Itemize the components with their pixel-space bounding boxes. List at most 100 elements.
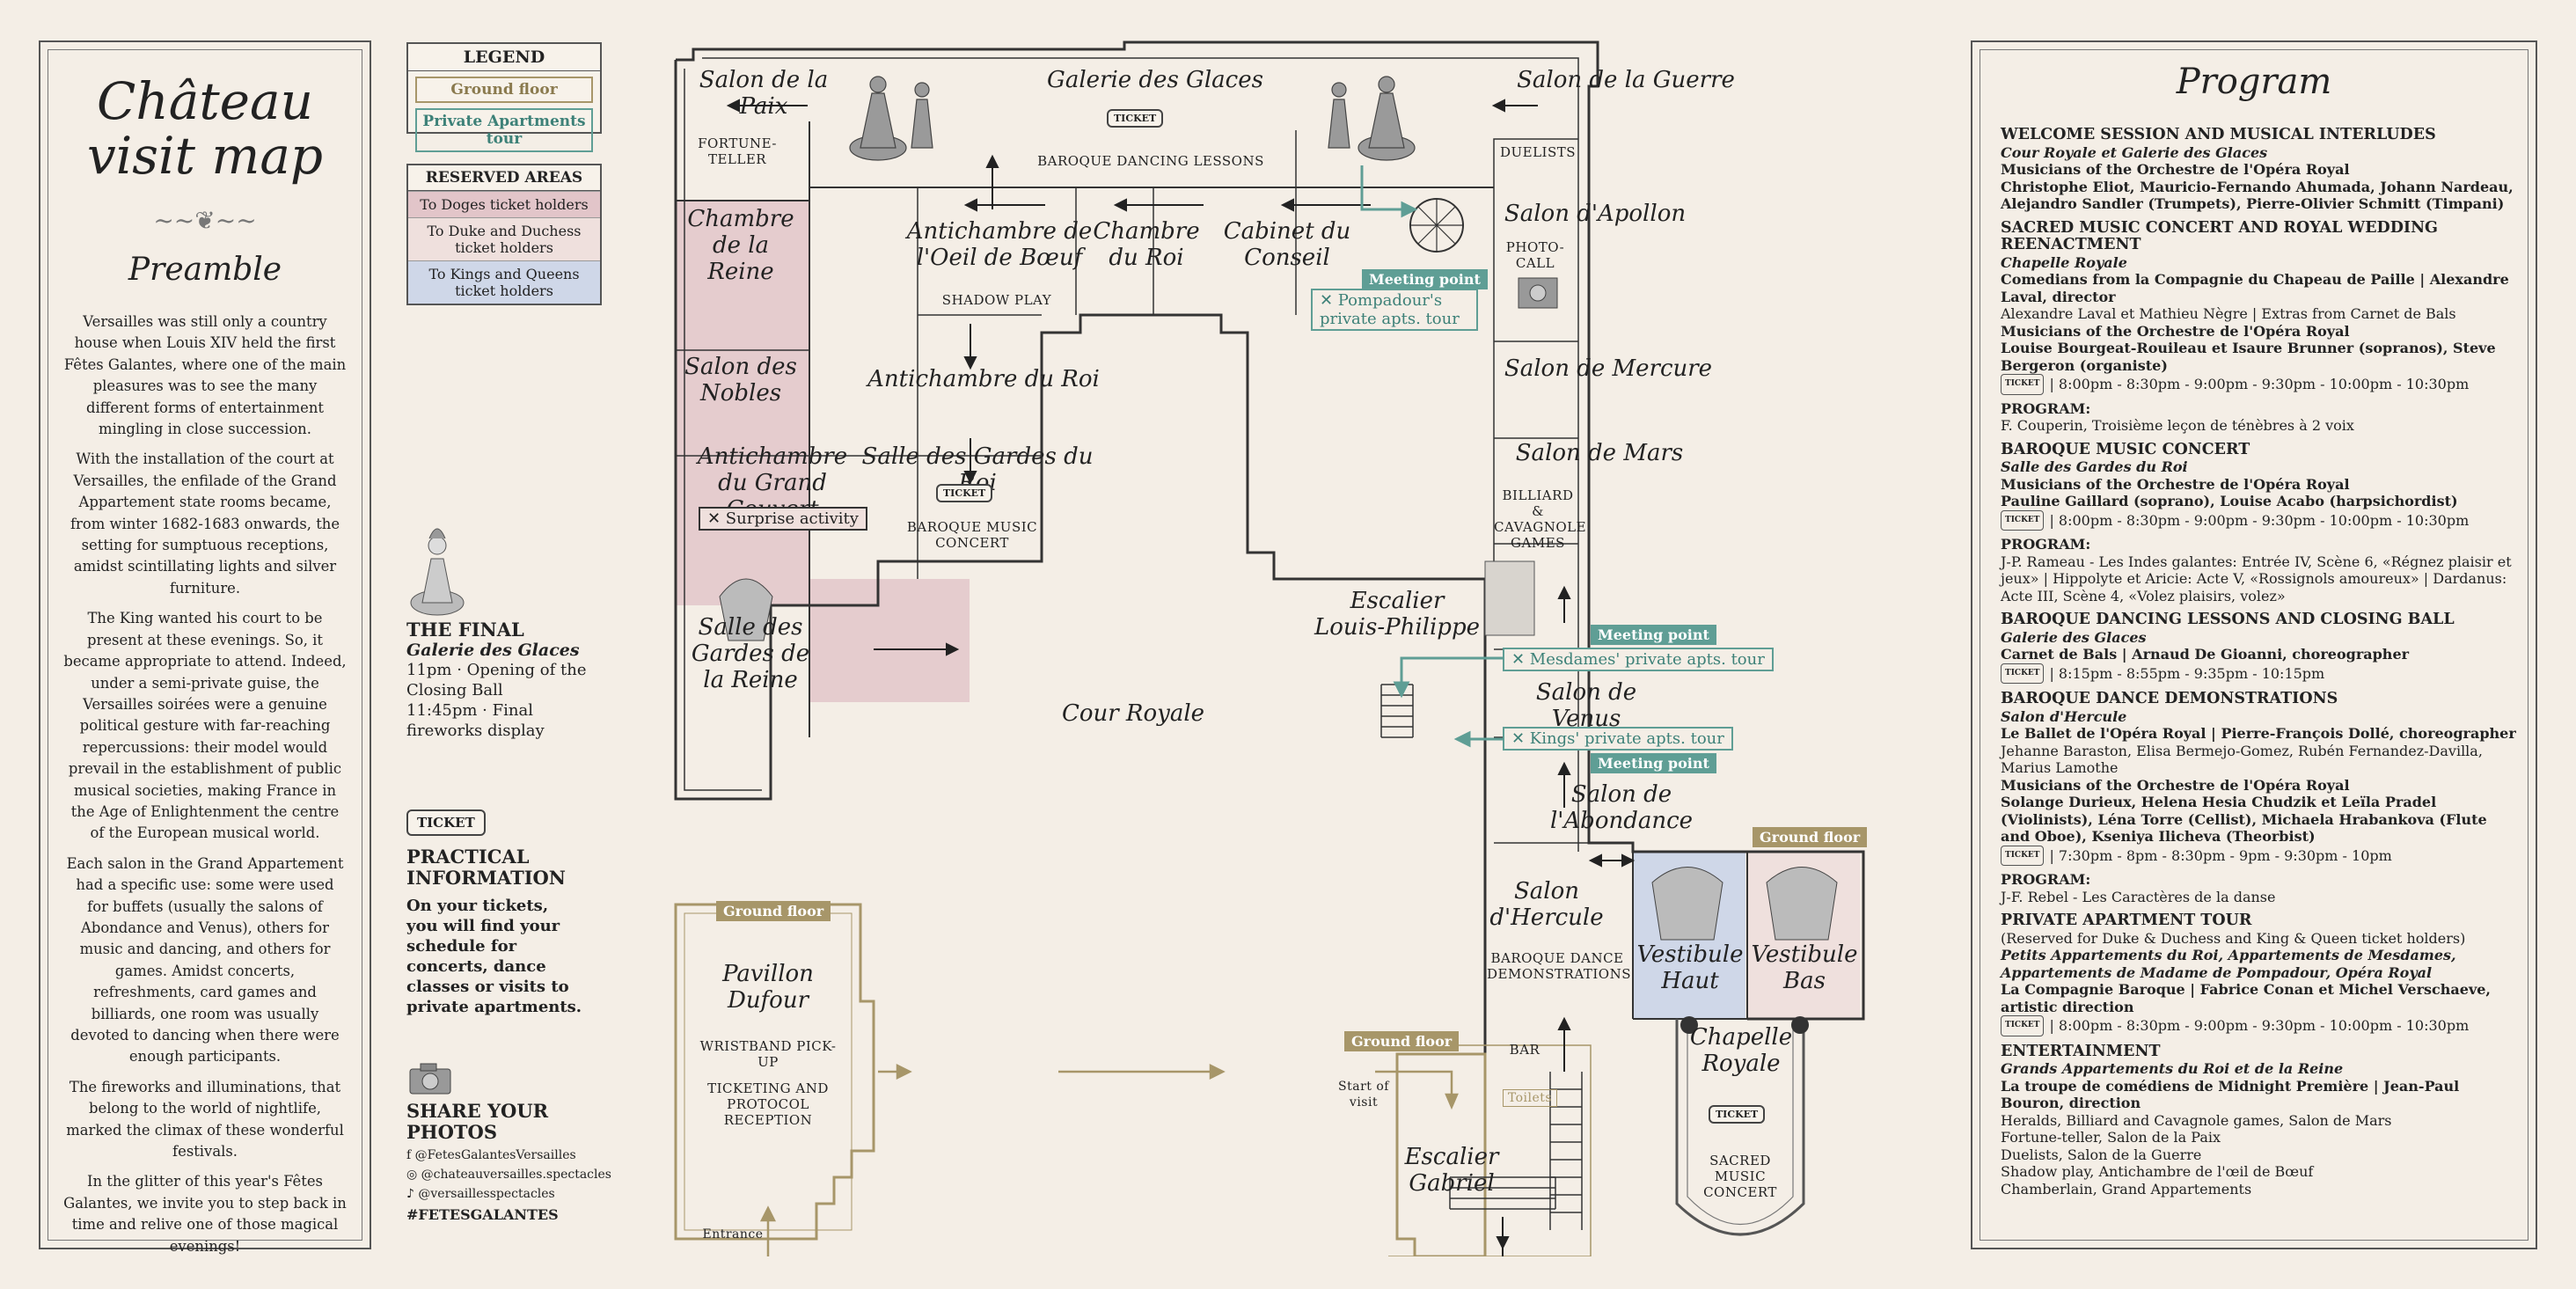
final-section: THE FINAL Galerie des Glaces 11pm · Open… xyxy=(406,519,670,741)
room-chambre-de-la-reine: Chambre de la Reine xyxy=(687,206,794,285)
chateau-floor-map: Salon de la Paix Galerie des Glaces Salo… xyxy=(658,33,1881,1256)
activity-wristband-pickup: WRISTBAND PICK-UP xyxy=(699,1038,837,1070)
activity-duelists: DUELISTS xyxy=(1499,144,1577,160)
map-floorplan xyxy=(674,40,1865,1256)
final-item: 11:45pm · Final fireworks display xyxy=(406,701,545,740)
toilets-label: Toilets xyxy=(1503,1089,1557,1107)
preamble-paragraph: With the installation of the court at Ve… xyxy=(70,450,340,597)
preamble-paragraph: Versailles was still only a country hous… xyxy=(63,313,347,438)
room-cour-royale: Cour Royale xyxy=(1061,700,1205,727)
room-salon-de-la-guerre: Salon de la Guerre xyxy=(1517,67,1735,93)
meeting-point-mesdames: Meeting point xyxy=(1591,625,1716,645)
ornament-icon: ~~❦~~ xyxy=(153,206,257,235)
program-section: ENTERTAINMENT Grands Appartements du Roi… xyxy=(2001,1042,2460,1197)
room-salon-des-nobles: Salon des Nobles xyxy=(684,354,797,406)
activity-baroque-dancing-lessons: BAROQUE DANCING LESSONS xyxy=(1037,153,1264,169)
room-vestibule-bas: Vestibule Bas xyxy=(1751,941,1858,994)
final-item: 11pm · Opening of the Closing Ball xyxy=(406,661,587,699)
program-title: Program xyxy=(2176,62,2332,102)
preamble-text: Versailles was still only a country hous… xyxy=(63,311,347,1266)
preamble-title: Preamble xyxy=(128,252,282,288)
ground-floor-tag-vestibule: Ground floor xyxy=(1753,827,1868,847)
room-salon-de-mercure: Salon de Mercure xyxy=(1504,355,1713,382)
ticket-icon: TICKET xyxy=(2001,509,2045,531)
mesdames-tour-tag: ✕ Mesdames' private apts. tour xyxy=(1503,648,1774,671)
room-salon-dapollon: Salon d'Apollon xyxy=(1504,201,1687,227)
preamble-paragraph: In the glitter of this year's Fêtes Gala… xyxy=(63,1173,347,1255)
room-escalier-gabriel: Escalier Gabriel xyxy=(1404,1144,1499,1197)
preamble-paragraph: The fireworks and illuminations, that be… xyxy=(66,1078,344,1161)
room-salon-dhercule: Salon d'Hercule xyxy=(1489,878,1604,931)
kings-tour-tag: ✕ Kings' private apts. tour xyxy=(1503,727,1733,751)
activity-photo-call: PHOTO-CALL xyxy=(1505,239,1565,271)
camera-icon xyxy=(409,1063,451,1095)
meeting-point-pompadour: Meeting point xyxy=(1362,269,1488,289)
ticket-icon: TICKET xyxy=(2001,1015,2045,1036)
tiktok-icon: ♪ xyxy=(406,1187,419,1201)
room-chambre-du-roi: Chambre du Roi xyxy=(1093,218,1200,271)
room-salon-de-la-paix: Salon de la Paix xyxy=(699,67,829,120)
program-section: BAROQUE DANCE DEMONSTRATIONS Salon d'Her… xyxy=(2001,690,2516,905)
practical-title: PRACTICAL INFORMATION xyxy=(406,846,567,889)
entrance-label: Entrance xyxy=(702,1227,764,1241)
practical-text: On your tickets, you will find your sche… xyxy=(406,897,582,1016)
room-salle-des-gardes-de-la-reine: Salle des Gardes de la Reine xyxy=(691,614,810,693)
legend: LEGEND Ground floor Private Apartments t… xyxy=(406,42,602,152)
start-of-visit-label: Start of visit xyxy=(1338,1080,1389,1110)
surprise-activity-tag: ✕ Surprise activity xyxy=(699,507,867,531)
activity-fortune-teller: FORTUNE-TELLER xyxy=(698,135,777,167)
activity-sacred-music-concert: SACRED MUSIC CONCERT xyxy=(1703,1153,1777,1200)
share-section: SHARE YOUR PHOTOS f @FetesGalantesVersai… xyxy=(406,1060,670,1228)
reserved-areas-legend: RESERVED AREAS To Doges ticket holders T… xyxy=(406,164,602,305)
activity-billiard-cavagnole: BILLIARD & CAVAGNOLE GAMES xyxy=(1494,487,1587,551)
room-escalier-louis-philippe: Escalier Louis-Philippe xyxy=(1314,588,1480,641)
pompadour-tour-tag: ✕ Pompadour's private apts. tour xyxy=(1311,289,1478,331)
program-section: BAROQUE MUSIC CONCERT Salle des Gardes d… xyxy=(2001,440,2512,604)
room-salon-de-mars: Salon de Mars xyxy=(1515,440,1684,466)
reserved-duke: To Duke and Duchess ticket holders xyxy=(408,217,600,260)
room-vestibule-haut: Vestibule Haut xyxy=(1636,941,1744,994)
legend-ground-floor: Ground floor xyxy=(415,77,593,103)
room-salon-de-venus: Salon de Venus xyxy=(1535,679,1637,732)
program-body: WELCOME SESSION AND MUSICAL INTERLUDES C… xyxy=(2001,120,2516,1197)
final-place: Galerie des Glaces xyxy=(406,641,580,660)
room-antichambre-du-roi: Antichambre du Roi xyxy=(867,366,1100,392)
activity-baroque-dance-demonstrations: BAROQUE DANCE DEMONSTRATIONS xyxy=(1487,950,1631,982)
room-antichambre-oeil-de-boeuf: Antichambre de l'Oeil de Bœuf xyxy=(906,218,1093,271)
legend-title: LEGEND xyxy=(408,44,600,71)
room-pavillon-dufour: Pavillon Dufour xyxy=(722,961,814,1014)
room-galerie-des-glaces: Galerie des Glaces xyxy=(1047,67,1263,93)
ticket-icon: TICKET xyxy=(2001,374,2045,395)
program-section: PRIVATE APARTMENT TOUR (Reserved for Duk… xyxy=(2001,912,2516,1036)
room-chapelle-royale: Chapelle Royale xyxy=(1689,1024,1793,1077)
ticket-icon: TICKET xyxy=(406,809,486,836)
ticket-icon: TICKET xyxy=(936,484,993,502)
dancers-illustration-right xyxy=(1328,76,1416,161)
practical-section: TICKET PRACTICAL INFORMATION On your tic… xyxy=(406,809,670,1017)
program-section: WELCOME SESSION AND MUSICAL INTERLUDES C… xyxy=(2001,126,2514,212)
dancers-illustration-left xyxy=(849,76,933,161)
preamble-paragraph: Each salon in the Grand Appartement had … xyxy=(66,854,344,1066)
bar-label: BAR xyxy=(1509,1042,1540,1058)
marie-antoinette-figure-icon xyxy=(410,528,465,616)
room-antichambre-du-grand-couvert: Antichambre du Grand Couvert xyxy=(697,443,848,523)
instagram-link[interactable]: ◎ @chateauversailles.spectacles xyxy=(406,1168,611,1182)
activity-baroque-music-concert: BAROQUE MUSIC CONCERT xyxy=(906,519,1038,551)
tiktok-link[interactable]: ♪ @versaillesspectacles xyxy=(406,1187,555,1201)
program-section: SACRED MUSIC CONCERT AND ROYAL WEDDING R… xyxy=(2001,218,2509,434)
reserved-doges: To Doges ticket holders xyxy=(408,191,600,217)
reserved-title: RESERVED AREAS xyxy=(408,165,600,191)
ticket-icon: TICKET xyxy=(2001,663,2045,684)
room-cabinet-du-conseil: Cabinet du Conseil xyxy=(1223,218,1351,271)
preamble-paragraph: The King wanted his court to be present … xyxy=(63,610,347,842)
share-title: SHARE YOUR PHOTOS xyxy=(406,1100,549,1143)
final-title: THE FINAL xyxy=(406,619,524,641)
facebook-icon: f xyxy=(406,1148,415,1162)
instagram-icon: ◎ xyxy=(406,1168,421,1182)
room-salon-de-labondance: Salon de l'Abondance xyxy=(1549,781,1694,834)
facebook-link[interactable]: f @FetesGalantesVersailles xyxy=(406,1148,576,1162)
ticket-icon: TICKET xyxy=(2001,845,2045,866)
activity-ticketing-reception: TICKETING AND PROTOCOL RECEPTION xyxy=(707,1080,829,1128)
